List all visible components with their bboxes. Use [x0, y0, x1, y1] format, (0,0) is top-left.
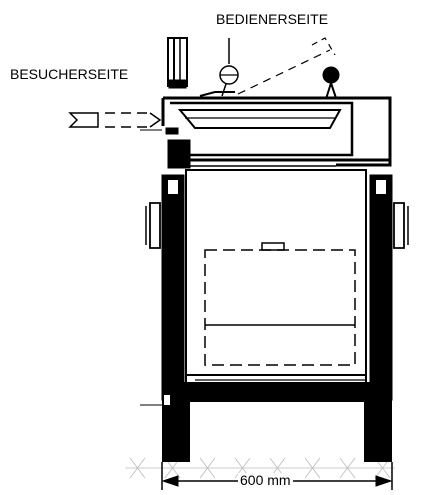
floor-hatching — [125, 457, 395, 479]
width-dimension-label: 600 mm — [238, 472, 293, 488]
glass-partition — [167, 37, 188, 89]
operator-figure — [219, 38, 340, 100]
sight-arrow — [311, 37, 336, 56]
deposit-drawer — [68, 112, 162, 128]
cabinet — [185, 169, 367, 381]
right-side-wall — [365, 174, 409, 401]
wall-marks — [140, 129, 162, 406]
operator-side-label: BEDIENERSEITE — [216, 11, 329, 27]
left-side-wall — [145, 174, 187, 401]
counter-top — [161, 91, 392, 169]
cabinet-base — [162, 382, 392, 462]
sight-line — [237, 49, 331, 95]
visitor-side-label: BESUCHERSEITE — [10, 66, 129, 82]
